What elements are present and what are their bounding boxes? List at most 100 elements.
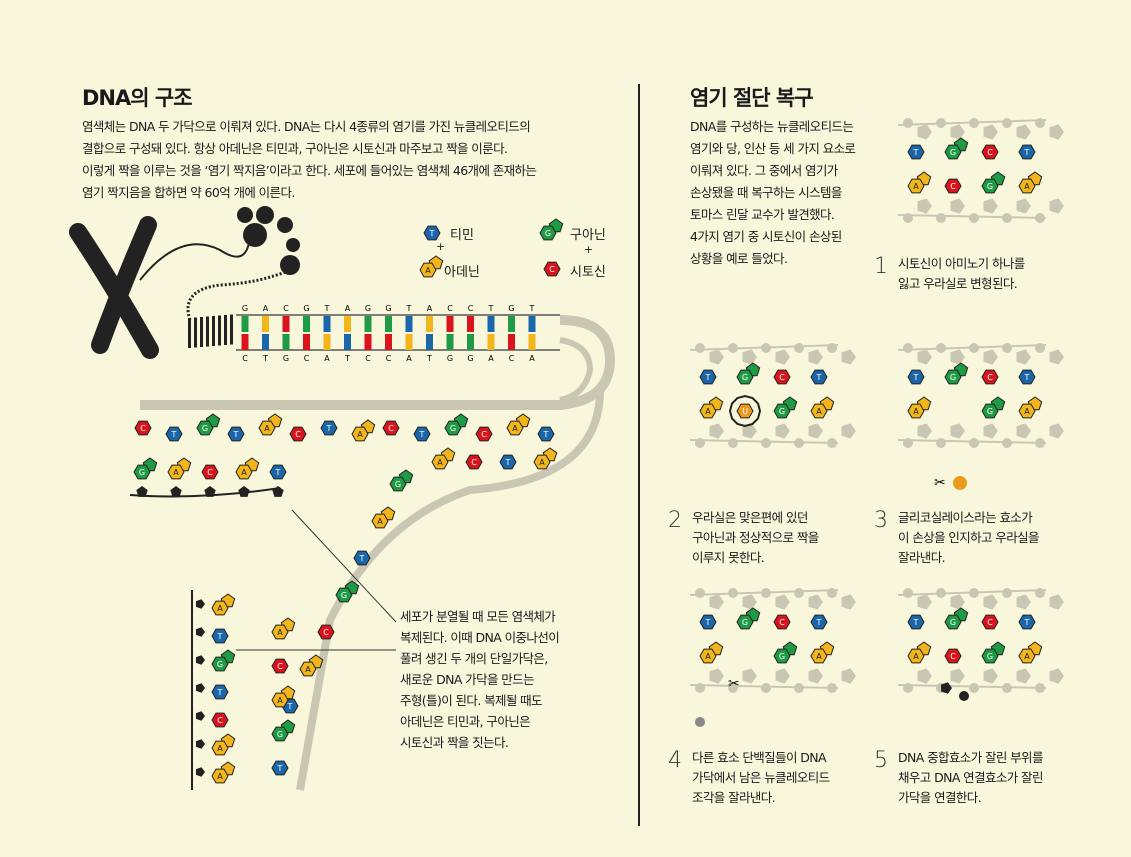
- base-ring: [773, 614, 791, 630]
- phosphate: [728, 438, 738, 448]
- base-ring: [475, 426, 493, 442]
- base-label: G: [277, 730, 283, 739]
- base-label: T: [1024, 618, 1030, 627]
- base-ring: [543, 261, 561, 277]
- base-label: A: [705, 407, 711, 416]
- phosphate: [827, 438, 837, 448]
- base-label: T: [326, 424, 332, 433]
- base-letter-bottom: C: [365, 354, 371, 363]
- sugar: [983, 594, 998, 610]
- base-label: C: [295, 430, 301, 439]
- base-letter-bottom: C: [242, 354, 248, 363]
- phosphate: [969, 213, 979, 223]
- sugar: [742, 668, 757, 684]
- phosphate: [1035, 343, 1045, 353]
- base-label: A: [357, 430, 363, 439]
- base-label: T: [816, 618, 822, 627]
- scissors-icon: ✂: [728, 676, 740, 692]
- base-label: T: [419, 430, 425, 439]
- base-t: T: [353, 550, 371, 566]
- base-label: A: [217, 604, 223, 613]
- base-g: G: [773, 396, 798, 419]
- base-ring: [907, 369, 925, 385]
- base-bar-bottom: [446, 334, 454, 350]
- base-bar-top: [344, 316, 351, 332]
- helix-rung: [200, 317, 203, 347]
- base-a: A: [211, 593, 236, 616]
- base-ring: [211, 600, 229, 616]
- base-label: G: [950, 373, 956, 382]
- base-c: C: [944, 648, 962, 664]
- base-ring: [1018, 144, 1036, 160]
- legend-plus: +: [584, 243, 594, 256]
- phosphate: [761, 438, 771, 448]
- phosphate: [695, 343, 705, 353]
- phosphate: [1035, 438, 1045, 448]
- base-ring: [1018, 178, 1036, 194]
- sugar: [196, 739, 205, 749]
- base-t: T: [537, 426, 555, 442]
- base-label: T: [359, 554, 365, 563]
- base-label: A: [437, 458, 443, 467]
- base-letter-top: G: [242, 304, 248, 313]
- base-ring: [271, 726, 289, 742]
- base-t: T: [227, 426, 245, 442]
- step-number: 2: [668, 508, 682, 533]
- base-label: A: [305, 665, 311, 674]
- base-ring: [271, 624, 289, 640]
- base-a: A: [699, 641, 724, 664]
- sugar: [808, 668, 823, 684]
- base-g: G: [944, 137, 969, 160]
- step-number: 1: [874, 254, 888, 279]
- sugar: [742, 349, 757, 365]
- base-label: G: [779, 407, 785, 416]
- base-ring: [1018, 403, 1036, 419]
- helix-rung: [212, 316, 215, 346]
- nucleosome: [256, 206, 274, 224]
- right-title: 염기 절단 복구: [690, 86, 814, 110]
- phosphate: [969, 343, 979, 353]
- base-label: G: [545, 229, 551, 238]
- base-g: G: [773, 641, 798, 664]
- new-sugar: [941, 682, 952, 694]
- base-label: A: [913, 652, 919, 661]
- sugar: [709, 423, 724, 439]
- base-label: A: [512, 424, 518, 433]
- base-ring: [773, 403, 791, 419]
- base-label: C: [277, 662, 283, 671]
- base-letter-bottom: A: [324, 354, 330, 363]
- base-c: C: [773, 614, 791, 630]
- phosphate: [695, 683, 705, 693]
- nucleosome: [280, 255, 300, 275]
- base-label: U: [742, 407, 748, 416]
- base-bar-bottom: [385, 334, 392, 350]
- base-ring: [465, 454, 483, 470]
- base-g: G: [335, 580, 360, 603]
- legend-plus: +: [436, 240, 446, 253]
- base-ring: [736, 403, 754, 419]
- base-label: G: [395, 480, 401, 489]
- base-a: A: [1018, 396, 1043, 419]
- sugar: [136, 486, 148, 497]
- base-letter-top: A: [263, 304, 269, 313]
- base-ring: [299, 661, 317, 677]
- base-ring: [167, 464, 185, 480]
- sugar: [742, 423, 757, 439]
- sugar: [196, 627, 205, 637]
- phosphate: [969, 588, 979, 598]
- base-a: A: [907, 171, 932, 194]
- sugar: [983, 198, 998, 214]
- base-ring: [506, 420, 524, 436]
- base-c: C: [543, 261, 561, 277]
- base-g: G: [271, 719, 296, 742]
- nucleosome: [243, 223, 267, 247]
- base-ring: [736, 369, 754, 385]
- base-label: G: [742, 618, 748, 627]
- base-ring: [258, 420, 276, 436]
- base-ring: [944, 614, 962, 630]
- sugar: [272, 486, 284, 497]
- base-label: G: [987, 407, 993, 416]
- base-ring: [211, 656, 229, 672]
- sugar: [1016, 594, 1031, 610]
